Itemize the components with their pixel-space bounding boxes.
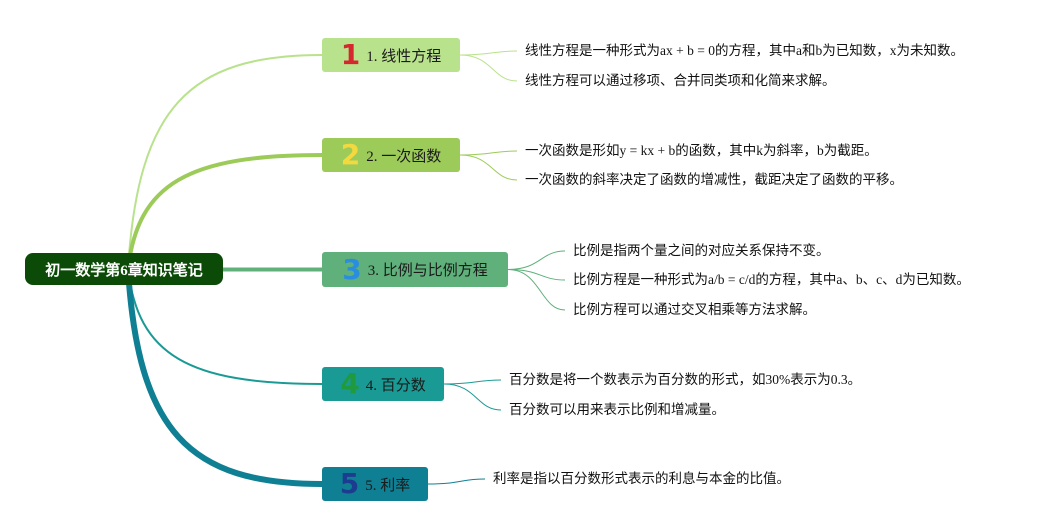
leaf-connector: [459, 50, 518, 56]
topic-label: 1. 线性方程: [366, 48, 442, 65]
note-text: 百分数是将一个数表示为百分数的形式，如30%表示为0.3。: [509, 372, 862, 387]
topic-number-badge: 4: [340, 367, 360, 400]
topic-number-badge: 2: [340, 138, 361, 171]
topic-node-5[interactable]: 5 5. 利率: [322, 467, 428, 501]
root-node[interactable]: 初一数学第6章知识笔记: [25, 253, 223, 285]
leaf-connector: [443, 379, 502, 385]
topic-number-badge: 1: [340, 38, 361, 71]
leaf-connector: [459, 154, 518, 181]
topic-label: 4. 百分数: [365, 377, 426, 394]
leaf-connector: [507, 250, 566, 270]
branch-connector-5: [125, 266, 325, 487]
branch-connector-1: [127, 54, 323, 270]
branch-connector-4: [127, 268, 323, 385]
note-text: 比例方程可以通过交叉相乘等方法求解。: [573, 302, 816, 317]
root-label: 初一数学第6章知识笔记: [45, 262, 203, 279]
topic-label: 3. 比例与比例方程: [367, 263, 488, 279]
topic-node-4[interactable]: 4 4. 百分数: [322, 367, 444, 401]
topic-node-1[interactable]: 1 1. 线性方程: [322, 38, 460, 72]
branch-connector-2: [126, 153, 324, 271]
topic-label: 2. 一次函数: [366, 148, 442, 165]
topic-label: 5. 利率: [365, 477, 411, 494]
topic-node-3[interactable]: 3 3. 比例与比例方程: [322, 252, 508, 287]
note-text: 百分数可以用来表示比例和增减量。: [509, 402, 725, 417]
leaf-connector: [427, 478, 486, 485]
leaf-connector: [507, 269, 566, 311]
topic-node-2[interactable]: 2 2. 一次函数: [322, 138, 460, 172]
topic-number-badge: 5: [339, 467, 360, 500]
leaf-connector: [507, 269, 566, 281]
note-text: 利率是指以百分数形式表示的利息与本金的比值。: [493, 471, 790, 486]
note-text: 线性方程可以通过移项、合并同类项和化简来求解。: [525, 73, 836, 88]
leaf-connector: [459, 150, 518, 156]
topic-number-badge: 3: [342, 252, 362, 286]
note-text: 线性方程是一种形式为ax + b = 0的方程，其中a和b为已知数，x为未知数。: [525, 43, 964, 58]
note-text: 比例方程是一种形式为a/b = c/d的方程，其中a、b、c、d为已知数。: [573, 272, 970, 287]
leaf-connector: [459, 54, 518, 82]
note-text: 一次函数是形如y = kx + b的函数，其中k为斜率，b为截距。: [525, 143, 878, 158]
note-text: 比例是指两个量之间的对应关系保持不变。: [573, 243, 830, 258]
leaf-connector: [443, 383, 502, 411]
note-text: 一次函数的斜率决定了函数的增减性，截距决定了函数的平移。: [525, 172, 903, 187]
